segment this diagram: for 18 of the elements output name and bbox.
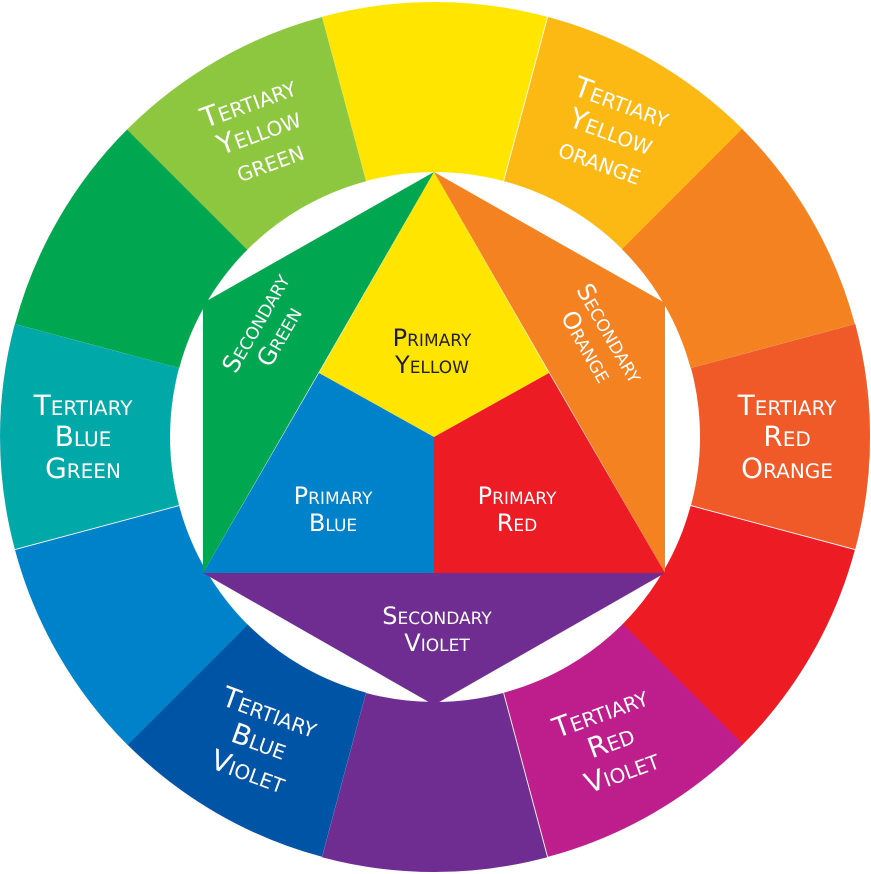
ring-segment [127, 16, 366, 250]
color-label: Primary Yellow [392, 325, 472, 379]
color-label: Secondary Violet [382, 603, 492, 657]
ring-segment [0, 324, 180, 550]
color-label: Tertiary Yellow green [196, 71, 309, 191]
ring-segment [690, 324, 870, 550]
ring-segment [322, 692, 548, 872]
color-label: Primary Blue [294, 483, 372, 537]
triangle-shape [203, 373, 434, 573]
ring-segment [504, 16, 743, 250]
ring-segment [504, 624, 743, 858]
ring-segment [322, 2, 548, 182]
triangle-shape [319, 172, 549, 437]
color-label: Tertiary Blue Green [34, 390, 132, 484]
color-label: Primary Red [478, 483, 556, 537]
color-label: Tertiary Red Violet [548, 680, 664, 802]
color-label: Tertiary Red Orange [738, 390, 836, 484]
ring-segment [127, 624, 366, 858]
